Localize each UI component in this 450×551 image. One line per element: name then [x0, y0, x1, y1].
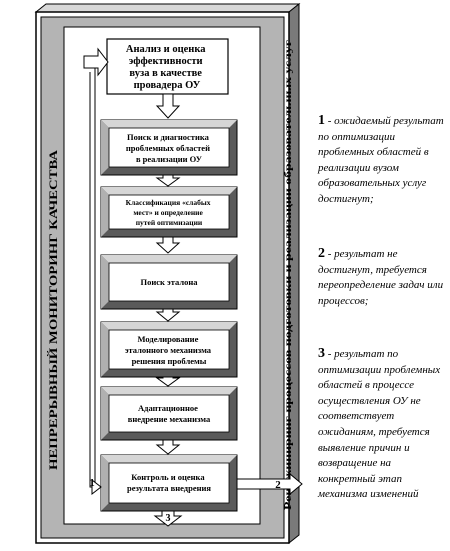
flow-arrows — [155, 93, 181, 455]
step-box-5: Моделирование эталонного механизма решен… — [100, 321, 238, 378]
step-4-line-1: Поиск эталона — [141, 277, 199, 287]
down-arrow-icon — [155, 439, 181, 455]
step-box-2: Поиск и диагностика проблемных областей … — [100, 119, 238, 176]
legend-item-1: 1 - ожидаемый результат по оптимизации п… — [318, 113, 446, 208]
step-box-4: Поиск эталона — [100, 254, 238, 310]
right-arrow-icon — [83, 47, 109, 77]
svg-text:Анализ и оценка эффектив: Анализ и оценка эффективности вуза в кач… — [126, 44, 208, 91]
feedback-loop-1 — [83, 47, 109, 496]
legend-text-1: - ожидаемый результат по оптимизации про… — [318, 115, 444, 205]
step-box-3: Классификация «слабых мест» и определени… — [100, 186, 238, 238]
legend-number-3: 3 — [318, 346, 325, 361]
legend-number-1: 1 — [318, 113, 325, 128]
right-vertical-label: Реинжиниринг процессов подготовки и реал… — [283, 39, 294, 510]
legend-item-2: 2 - результат не достигнут, требуется пе… — [318, 246, 446, 309]
loop-label-2: 2 — [275, 479, 281, 491]
step-5-line-3: решения проблемы — [132, 356, 207, 366]
step-6-line-1: Адаптационное — [138, 403, 198, 413]
loop-label-1: 1 — [89, 477, 95, 489]
legend-item-3: 3 - результат по оптимизации проблемных … — [318, 346, 446, 503]
down-arrow-icon — [155, 376, 181, 387]
step-5-line-1: Моделирование — [138, 334, 199, 344]
svg-text:Классификация «слабых ме: Классификация «слабых мест» и определени… — [126, 198, 213, 227]
legend-text-3: - результат по оптимизации проблемных об… — [318, 348, 441, 501]
step-box-1: Анализ и оценка эффективности вуза в кач… — [106, 38, 229, 95]
step-2-line-1: Поиск и диагностика — [127, 132, 210, 142]
feedback-loop-2 — [236, 472, 303, 496]
step-7-line-1: Контроль и оценка — [131, 472, 205, 482]
right-arrow-icon — [236, 472, 303, 496]
step-box-6: Адаптационное внедрение механизма — [100, 386, 238, 441]
step-1-line-3: вуза в качестве — [129, 68, 202, 79]
step-box-7: Контроль и оценка результата внедрения — [100, 454, 238, 512]
step-1-line-2: эффективности — [129, 56, 203, 67]
step-6-line-2: внедрение механизма — [128, 414, 211, 424]
svg-text:Моделирование эталонного: Моделирование эталонного механизма решен… — [125, 334, 213, 366]
down-arrow-icon — [155, 174, 181, 187]
right-arrow-icon — [91, 478, 102, 496]
step-7-line-2: результата внедрения — [127, 483, 211, 493]
step-3-line-2: мест» и определение — [133, 208, 203, 217]
step-1-line-4: провадера ОУ — [134, 80, 201, 91]
step-2-line-2: проблемных областей — [126, 143, 210, 153]
process-diagram: НЕПРЕРЫВНЫЙ МОНИТОРИНГ КАЧЕСТВА Реинжини… — [34, 2, 303, 545]
down-arrow-icon — [155, 93, 181, 119]
legend-number-2: 2 — [318, 246, 325, 261]
step-3-line-1: Классификация «слабых — [126, 198, 211, 207]
left-vertical-label: НЕПРЕРЫВНЫЙ МОНИТОРИНГ КАЧЕСТВА — [46, 149, 60, 470]
feedback-loop-3 — [153, 510, 183, 527]
loop-label-3: 3 — [166, 513, 171, 524]
svg-text:Поиск эталона: Поиск эталона — [141, 277, 199, 287]
step-2-line-3: в реализации ОУ — [136, 154, 203, 164]
step-3-line-3: путей оптимизации — [136, 218, 203, 227]
legend-text-2: - результат не достигнут, требуется пере… — [318, 248, 444, 307]
svg-text:Адаптационное внедрение: Адаптационное внедрение механизма — [128, 403, 211, 424]
svg-text:Поиск и диагностика проб: Поиск и диагностика проблемных областей … — [126, 132, 212, 164]
step-5-line-2: эталонного механизма — [125, 345, 212, 355]
down-arrow-icon — [155, 308, 181, 322]
step-1-line-1: Анализ и оценка — [126, 44, 206, 55]
svg-text:Контроль и оценка резуль: Контроль и оценка результата внедрения — [127, 472, 211, 493]
down-arrow-icon — [153, 510, 183, 527]
down-arrow-icon — [155, 236, 181, 254]
